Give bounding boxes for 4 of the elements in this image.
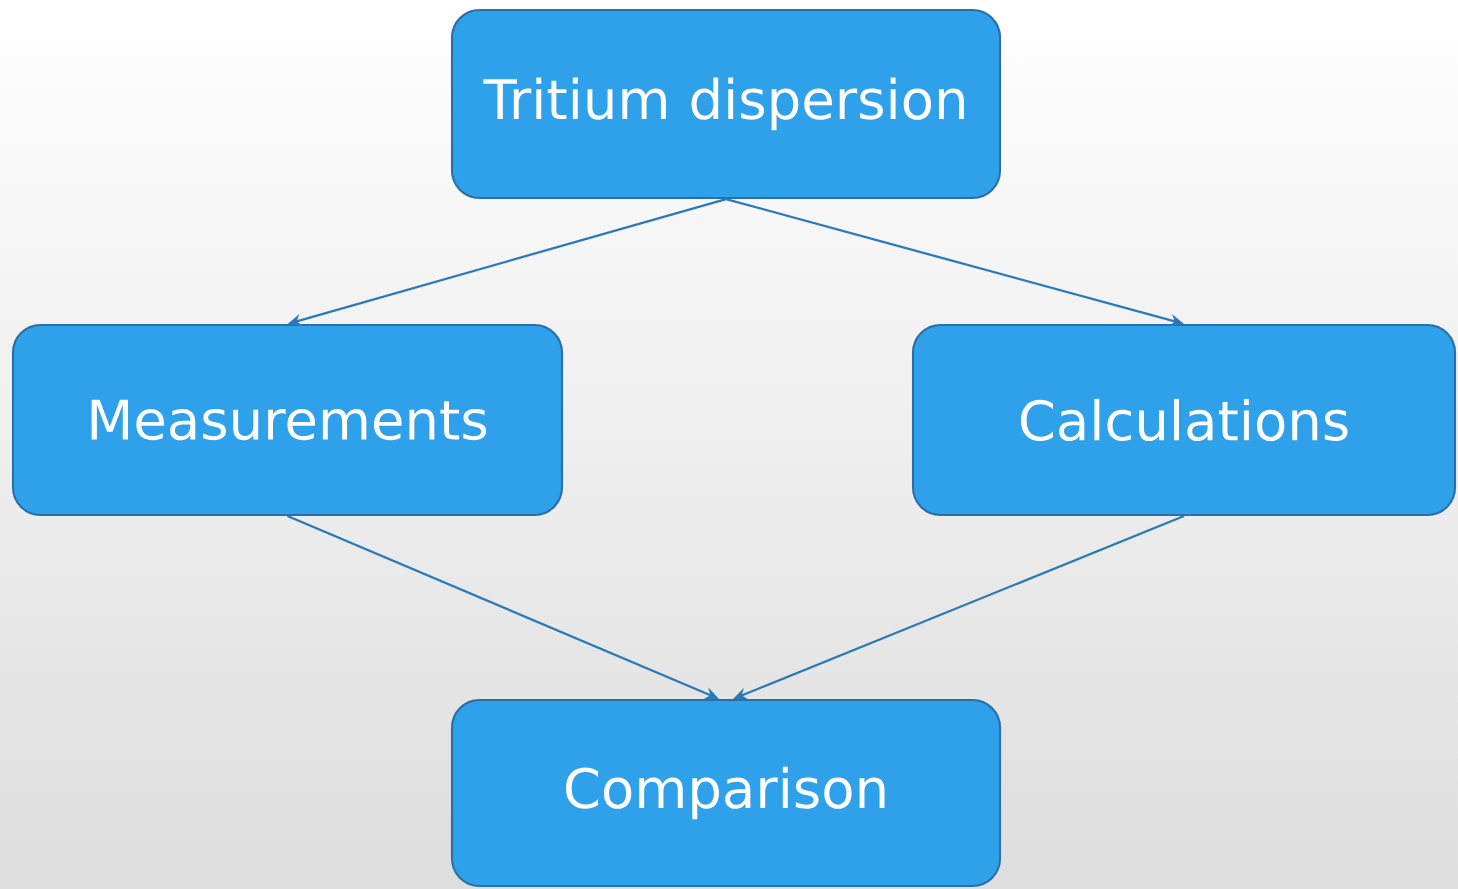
process-box: Comparison: [450, 698, 1002, 888]
process-box: Tritium dispersion: [450, 8, 1002, 200]
process-box: Calculations: [911, 323, 1457, 517]
process-box: Measurements: [11, 323, 564, 517]
